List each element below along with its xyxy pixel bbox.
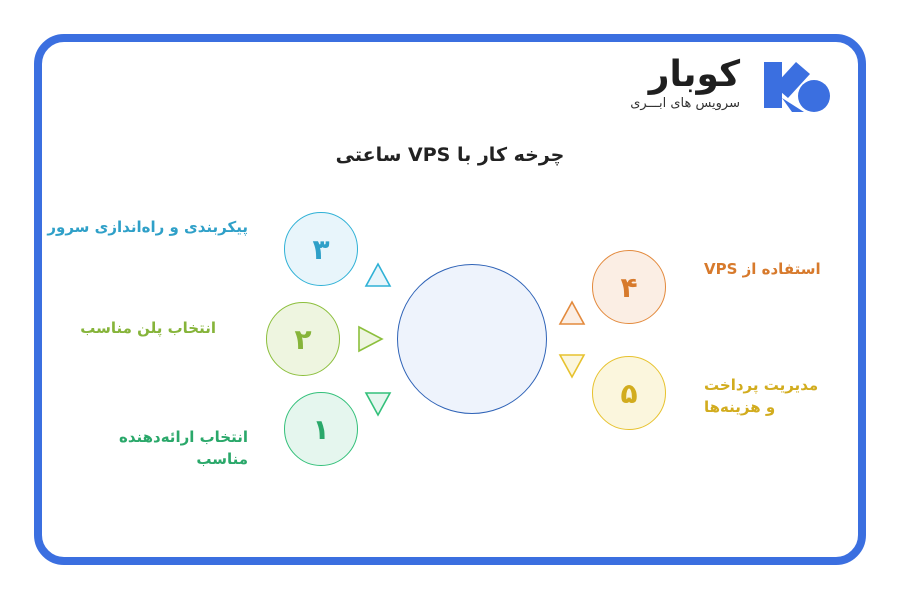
step-2-label-line-1: انتخاب پلن مناسب (80, 319, 216, 337)
triangle-down-icon (558, 354, 586, 379)
step-5-number: ۵ (620, 376, 638, 410)
logo-wordmark: کوبار (648, 54, 740, 95)
triangle-right-icon (358, 325, 384, 353)
cloud-logo-icon (764, 62, 830, 112)
brand-logo: کوبار سرویس های ابـــری (600, 52, 832, 118)
triangle-down-icon (364, 392, 392, 417)
step-1-label-line-1: انتخاب ارائه‌دهنده (118, 428, 248, 446)
triangle-up-icon (364, 262, 392, 287)
step-4-label: استفاده از VPS (704, 258, 821, 280)
step-3-label: پیکربندی و راه‌اندازی سرور (47, 216, 248, 238)
step-4-label-line-1: استفاده از VPS (704, 260, 821, 278)
step-1-circle: ۱ (284, 392, 358, 466)
step-1-label: انتخاب ارائه‌دهنده مناسب (119, 426, 248, 470)
step-4-circle: ۴ (592, 250, 666, 324)
logo-tagline: سرویس های ابـــری (630, 96, 740, 111)
triangle-up-icon (558, 300, 586, 325)
step-2-number: ۲ (294, 322, 312, 356)
step-2-circle: ۲ (266, 302, 340, 376)
step-3-circle: ۳ (284, 212, 358, 286)
step-1-label-line-2: مناسب (196, 450, 248, 468)
step-4-number: ۴ (620, 270, 638, 304)
step-1-number: ۱ (312, 412, 330, 446)
step-5-label-line-1: مدیریت پرداخت (704, 376, 819, 394)
step-3-label-line-1: پیکربندی و راه‌اندازی سرور (47, 218, 248, 236)
step-2-label: انتخاب پلن مناسب (80, 317, 216, 339)
diagram-title: چرخه کار با VPS ساعتی (335, 144, 565, 166)
step-5-circle: ۵ (592, 356, 666, 430)
step-3-number: ۳ (312, 232, 330, 266)
step-5-label: مدیریت پرداخت و هزینه‌ها (704, 374, 818, 418)
center-cycle-circle (397, 264, 547, 414)
step-5-label-line-2: و هزینه‌ها (704, 398, 776, 416)
